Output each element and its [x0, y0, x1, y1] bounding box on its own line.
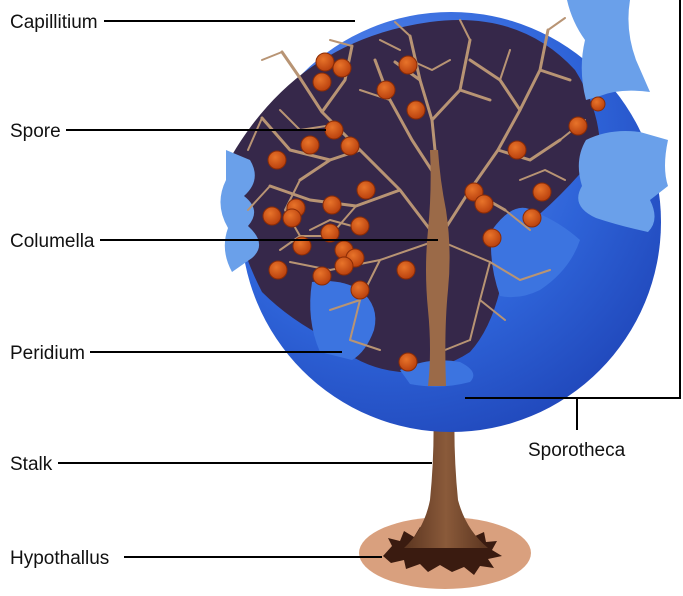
spore — [508, 141, 526, 159]
spore — [377, 81, 395, 99]
spore — [399, 353, 417, 371]
spore — [268, 151, 286, 169]
spore — [407, 101, 425, 119]
spore — [301, 136, 319, 154]
spore — [475, 195, 493, 213]
label-columella: Columella — [10, 231, 95, 252]
spore — [283, 209, 301, 227]
label-spore: Spore — [10, 121, 61, 142]
label-peridium: Peridium — [10, 343, 85, 364]
label-stalk: Stalk — [10, 454, 53, 475]
spore — [341, 137, 359, 155]
label-sporotheca: Sporotheca — [528, 440, 626, 461]
spore — [323, 196, 341, 214]
spore — [263, 207, 281, 225]
spore — [333, 59, 351, 77]
spore — [523, 209, 541, 227]
spore — [399, 56, 417, 74]
spore — [313, 73, 331, 91]
spore — [351, 217, 369, 235]
label-capillitium: Capillitium — [10, 12, 98, 33]
peridium-flap-left — [220, 150, 259, 272]
spore — [397, 261, 415, 279]
spore — [533, 183, 551, 201]
spore — [591, 97, 605, 111]
spore — [357, 181, 375, 199]
label-hypothallus: Hypothallus — [10, 548, 109, 569]
spore — [269, 261, 287, 279]
spore — [325, 121, 343, 139]
spore — [483, 229, 501, 247]
spore — [313, 267, 331, 285]
spore — [316, 53, 334, 71]
spore — [569, 117, 587, 135]
spore — [335, 257, 353, 275]
spore — [351, 281, 369, 299]
